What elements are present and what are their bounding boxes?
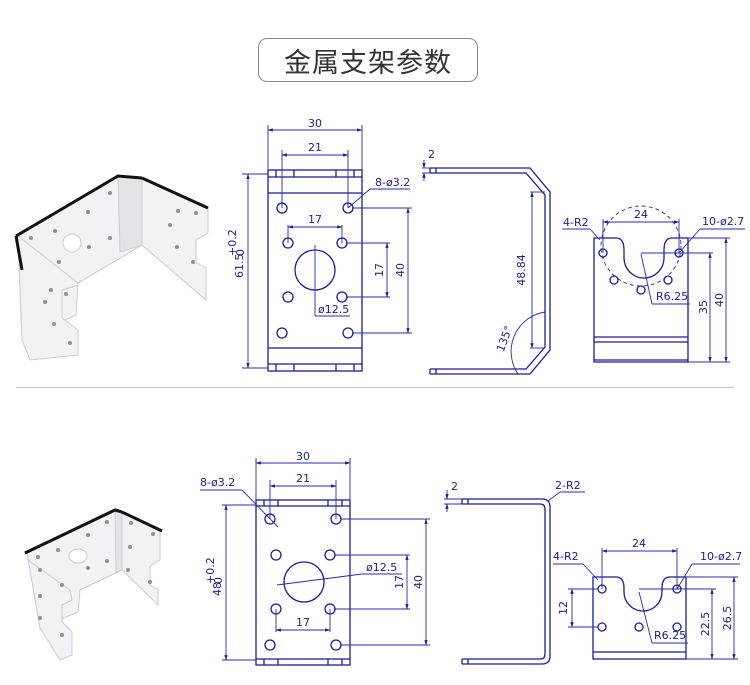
dim-top-width: 30 — [308, 117, 322, 130]
section-divider — [16, 387, 734, 388]
note-bottom-holes: 8-ø3.2 — [200, 476, 235, 489]
dim-top-inner-span: 17 — [308, 213, 322, 226]
dim-bottom-slot-radius: R6.25 — [654, 629, 686, 642]
note-bottom-end-holes: 10-ø2.7 — [700, 550, 742, 563]
side-view-bottom — [444, 490, 585, 665]
dim-top-vert-inner: 17 — [373, 263, 386, 277]
dim-bottom-vert-outer: 40 — [412, 575, 425, 589]
dim-bottom-end-height-outer: 26.5 — [721, 606, 734, 631]
side-view-top — [422, 160, 551, 375]
dim-bottom-end-hole-span: 24 — [632, 537, 646, 550]
dim-bottom-tol-upper: +0.2 — [204, 557, 217, 584]
dim-bottom-thickness: 2 — [451, 480, 458, 493]
note-top-holes: 8-ø3.2 — [375, 176, 410, 189]
front-view-bottom — [200, 458, 430, 666]
dim-top-thickness: 2 — [428, 148, 435, 161]
dim-bottom-inner-span: 17 — [296, 616, 310, 629]
front-view-top — [242, 125, 412, 372]
note-top-end-holes: 10-ø2.7 — [702, 215, 744, 228]
dim-top-tol-lower: 0 — [234, 249, 247, 256]
dim-top-angle: 135° — [494, 324, 515, 353]
dim-bottom-center-hole: ø12.5 — [366, 561, 397, 574]
dim-bottom-tol-lower: 0 — [212, 577, 225, 584]
dim-bottom-vert-spacing: 12 — [557, 601, 570, 615]
dim-bottom-end-height-inner: 22.5 — [699, 612, 712, 637]
end-view-bottom — [553, 548, 740, 660]
end-view-top — [562, 205, 745, 363]
note-top-corner-radius: 4-R2 — [563, 216, 589, 229]
note-bottom-bend-radius: 2-R2 — [555, 479, 581, 492]
dim-top-tol-upper: +0.2 — [226, 229, 239, 256]
dim-bottom-hole-span: 21 — [296, 472, 310, 485]
bracket-photo-top — [14, 174, 209, 361]
note-bottom-corner-radius: 4-R2 — [553, 550, 579, 563]
dim-bottom-height: 48 — [211, 582, 224, 596]
dim-top-end-height-inner: 35 — [697, 300, 710, 314]
dim-top-inner-length: 48.84 — [515, 254, 528, 286]
dim-bottom-width: 30 — [296, 450, 310, 463]
dim-bottom-vert-inner: 17 — [393, 575, 406, 589]
dim-top-end-height-outer: 40 — [713, 293, 726, 307]
dim-top-hole-span: 21 — [308, 141, 322, 154]
dim-top-center-hole: ø12.5 — [318, 303, 349, 316]
page-title: 金属支架参数 — [258, 38, 478, 82]
dim-top-end-hole-span: 24 — [634, 208, 648, 221]
dim-top-vert-outer: 40 — [394, 263, 407, 277]
bracket-photo-bottom — [24, 508, 163, 661]
dim-top-slot-radius: R6.25 — [656, 290, 688, 303]
dim-top-height: 61.5 — [233, 254, 246, 279]
